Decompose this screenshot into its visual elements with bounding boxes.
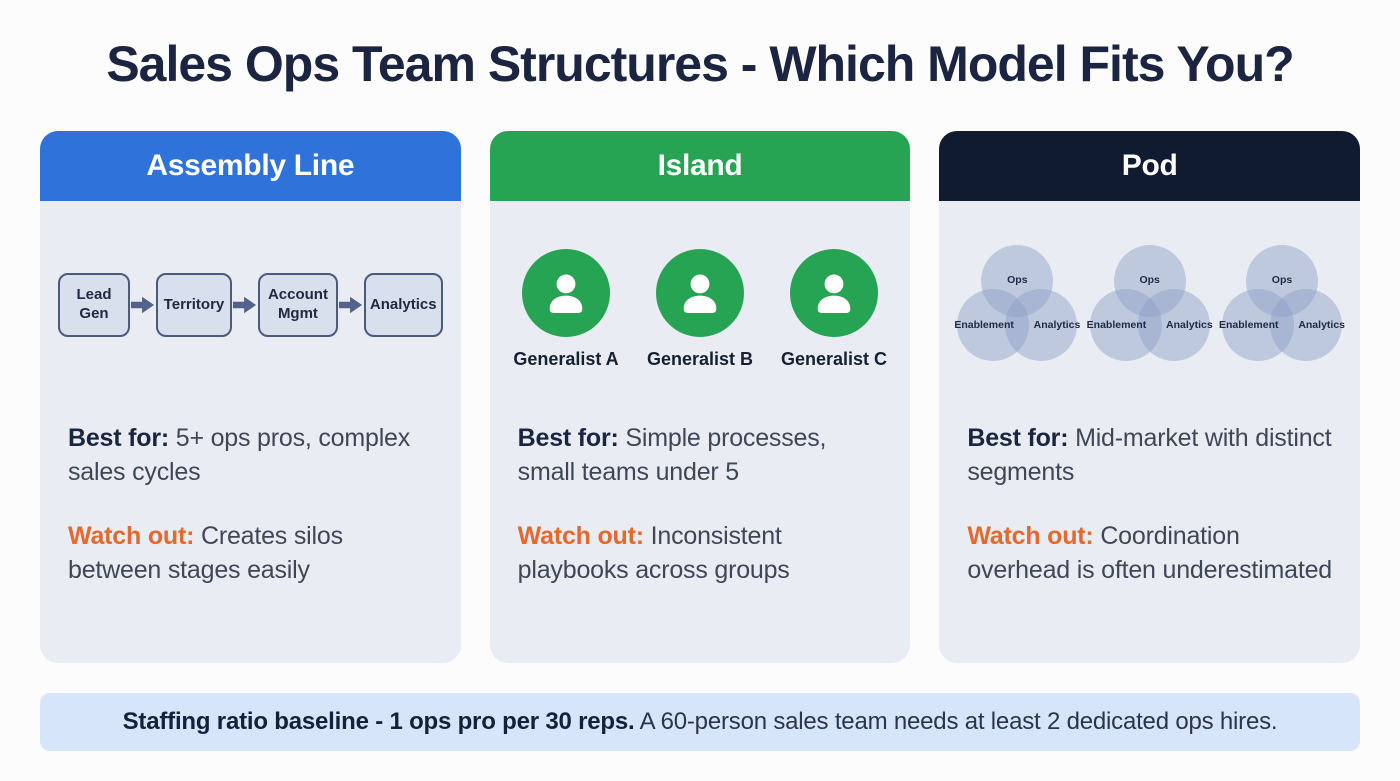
flow-stage-lead-gen: Lead Gen <box>58 273 130 337</box>
card-assembly-line: Assembly Line Lead Gen Territory Account… <box>40 131 461 663</box>
island-diagram: Generalist A Generalist B Generalist C <box>508 201 893 377</box>
venn-circle-enablement <box>1222 289 1294 361</box>
staffing-note-banner: Staffing ratio baseline - 1 ops pro per … <box>40 693 1360 751</box>
venn-label-ops: Ops <box>1271 274 1293 286</box>
best-for-text: Best for: Simple processes, small teams … <box>518 421 883 489</box>
watch-out-text: Watch out: Creates silos between stages … <box>68 519 433 587</box>
pod-venn-diagram: Ops Enablement Analytics <box>1086 245 1213 369</box>
card-island: Island Generalist A Generalist B <box>489 131 911 663</box>
best-for-value: Simple processes, small teams under 5 <box>517 424 827 486</box>
card-header-pod: Pod <box>939 131 1361 201</box>
watch-out-label: Watch out: <box>517 522 644 550</box>
person-avatar-icon <box>522 249 610 337</box>
staffing-ratio-baseline: Staffing ratio baseline - 1 ops pro per … <box>122 708 635 735</box>
card-header-island: Island <box>489 131 911 201</box>
venn-label-ops: Ops <box>1139 274 1160 286</box>
venn-label-enablement: Enablement <box>1086 319 1147 331</box>
arrow-right-icon <box>338 296 362 314</box>
card-body-assembly-line: Lead Gen Territory Account Mgmt Analytic… <box>40 201 461 587</box>
assembly-line-flow-diagram: Lead Gen Territory Account Mgmt Analytic… <box>58 201 443 377</box>
watch-out-label: Watch out: <box>68 522 195 550</box>
venn-circle-ops <box>981 245 1054 317</box>
venn-circle-enablement <box>957 289 1030 361</box>
card-body-pod: Ops Enablement Analytics Ops Enablement … <box>939 201 1360 587</box>
pod-venn-diagram: Ops Enablement Analytics <box>1219 245 1345 369</box>
best-for-label: Best for: <box>967 424 1069 452</box>
flow-stage-territory: Territory <box>155 273 232 337</box>
generalist-c: Generalist C <box>779 249 889 370</box>
staffing-detail: A 60-person sales team needs at least 2 … <box>639 708 1278 735</box>
venn-circle-analytics <box>1005 289 1078 361</box>
watch-out-label: Watch out: <box>967 522 1094 550</box>
venn-label-analytics: Analytics <box>1033 319 1081 331</box>
card-title-assembly-line: Assembly Line <box>146 149 355 182</box>
watch-out-value: Inconsistent playbooks across groups <box>517 522 790 584</box>
generalist-label: Generalist C <box>780 349 888 369</box>
card-header-assembly-line: Assembly Line <box>40 131 461 201</box>
venn-circle-ops <box>1113 245 1186 317</box>
card-body-island: Generalist A Generalist B Generalist C <box>490 201 911 587</box>
flow-stage-analytics: Analytics <box>363 273 443 337</box>
card-pod: Pod Ops Enablement Analytics <box>939 131 1361 663</box>
watch-out-text: Watch out: Inconsistent playbooks across… <box>518 519 883 587</box>
venn-circle-analytics <box>1137 289 1210 361</box>
staffing-note-text: Staffing ratio baseline - 1 ops pro per … <box>123 708 1278 736</box>
best-for-value: Mid-market with distinct segments <box>967 424 1332 486</box>
venn-label-analytics: Analytics <box>1165 319 1213 331</box>
generalist-a: Generalist A <box>511 249 621 370</box>
page-title: Sales Ops Team Structures - Which Model … <box>106 36 1294 92</box>
pod-venn-diagram: Ops Enablement Analytics <box>954 245 1080 369</box>
person-avatar-icon <box>656 249 744 337</box>
arrow-right-icon <box>130 296 155 314</box>
venn-circle-ops <box>1246 245 1318 317</box>
arrow-right-icon <box>232 296 257 314</box>
venn-label-ops: Ops <box>1007 274 1028 286</box>
generalist-label: Generalist A <box>513 349 619 369</box>
card-title-island: Island <box>657 149 743 182</box>
best-for-value: 5+ ops pros, complex sales cycles <box>68 424 411 486</box>
person-avatar-icon <box>790 249 878 337</box>
best-for-text: Best for: Mid-market with distinct segme… <box>967 421 1332 489</box>
watch-out-value: Coordination overhead is often underesti… <box>967 522 1333 584</box>
infographic: Sales Ops Team Structures - Which Model … <box>0 36 1400 751</box>
generalist-b: Generalist B <box>645 249 755 370</box>
cards-row: Assembly Line Lead Gen Territory Account… <box>40 131 1361 663</box>
card-title-pod: Pod <box>1121 149 1178 182</box>
pod-diagram: Ops Enablement Analytics Ops Enablement … <box>954 201 1345 377</box>
flow-stage-account-mgmt: Account Mgmt <box>257 273 338 337</box>
watch-out-value: Creates silos between stages easily <box>68 522 343 584</box>
best-for-label: Best for: <box>517 424 619 452</box>
watch-out-text: Watch out: Coordination overhead is ofte… <box>967 519 1332 587</box>
best-for-label: Best for: <box>68 424 169 452</box>
best-for-text: Best for: 5+ ops pros, complex sales cyc… <box>68 421 433 489</box>
generalist-label: Generalist B <box>646 349 754 369</box>
venn-label-analytics: Analytics <box>1298 319 1345 331</box>
venn-circle-enablement <box>1089 289 1162 361</box>
venn-circle-analytics <box>1270 289 1342 361</box>
venn-label-enablement: Enablement <box>954 319 1014 331</box>
venn-label-enablement: Enablement <box>1219 319 1279 331</box>
